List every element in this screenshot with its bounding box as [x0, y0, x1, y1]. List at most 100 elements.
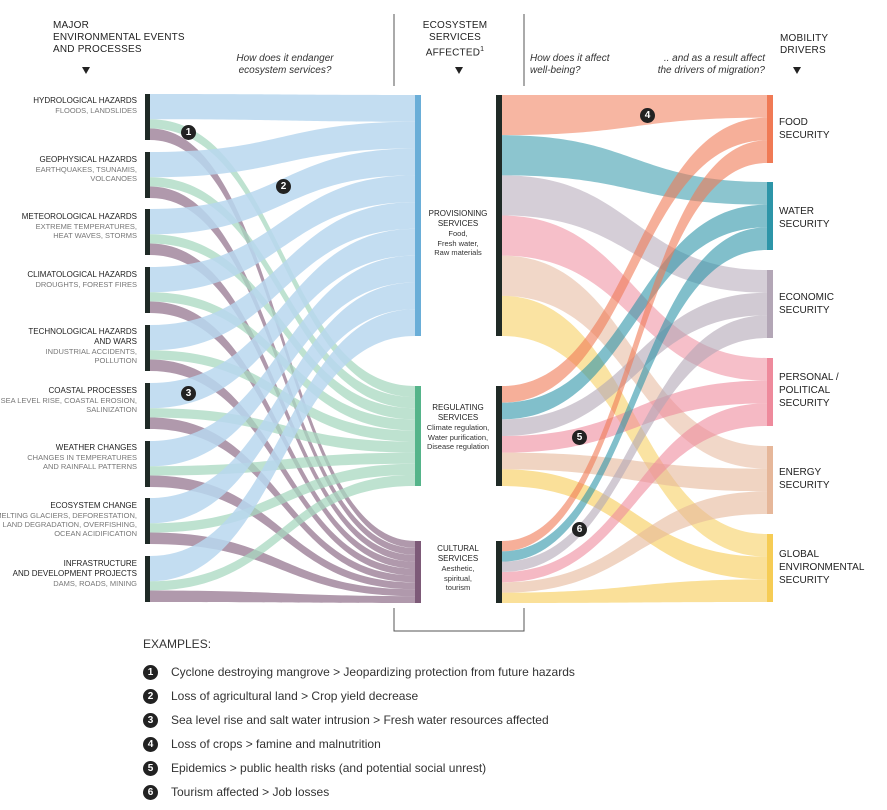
event-title: COASTAL PROCESSES: [48, 386, 137, 395]
flow-event-to-regulating: [150, 408, 415, 453]
example-marker-2: 2: [276, 179, 291, 194]
event-subtitle: MELTING GLACIERS, DEFORESTATION, LAND DE…: [0, 511, 137, 538]
flow-event-to-regulating: [150, 463, 415, 533]
services-bracket: [393, 14, 525, 632]
flow-regulating-to-driver: [502, 380, 767, 453]
flow-event-to-regulating: [150, 452, 415, 476]
provisioning-out-bar: [496, 95, 502, 336]
example-marker-4: 4: [640, 108, 655, 123]
service-subtitle: Aesthetic, spiritual, tourism: [441, 564, 475, 592]
services-header-footnote: 1: [480, 46, 485, 53]
flow-regulating-to-driver: [502, 292, 767, 436]
example-text: Tourism affected > Job losses: [171, 785, 330, 799]
driver-node-bar: [767, 270, 773, 338]
flows-services-to-drivers: [502, 95, 767, 603]
event-subtitle: EXTREME TEMPERATURES, HEAT WAVES, STORMS: [35, 222, 137, 240]
cultural-node-bar: [415, 541, 421, 603]
example-number: 3: [143, 712, 158, 728]
flow-regulating-to-driver: [502, 469, 767, 580]
event-subtitle: DAMS, ROADS, MINING: [53, 579, 137, 588]
flow-event-to-provisioning: [150, 121, 415, 178]
driver-label-energy: ENERGY SECURITY: [779, 467, 830, 491]
services-header-text: ECOSYSTEM SERVICES AFFECTED: [422, 20, 488, 59]
event-subtitle: DROUGHTS, FOREST FIRES: [35, 280, 137, 289]
flow-event-to-provisioning: [150, 282, 415, 524]
flow-event-to-regulating: [150, 119, 415, 398]
event-node-bar: [145, 556, 150, 602]
provisioning-node-bar: [415, 95, 421, 336]
event-node-bar: [145, 498, 150, 544]
node-bars: [145, 94, 773, 603]
example-text: Epidemics > public health risks (and pot…: [171, 761, 487, 775]
flow-event-to-provisioning: [150, 202, 415, 351]
event-subtitle: FLOODS, LANDSLIDES: [55, 106, 137, 115]
event-title: ECOSYSTEM CHANGE: [50, 501, 137, 510]
driver-node-bar: [767, 534, 773, 602]
service-title: REGULATING SERVICES: [432, 403, 484, 422]
example-number: 5: [143, 760, 158, 776]
cultural-out-bar: [496, 541, 502, 603]
example-marker-5: 5: [572, 430, 587, 445]
event-node-bar: [145, 209, 150, 255]
flow-event-to-provisioning: [150, 309, 415, 582]
flow-regulating-to-driver: [502, 452, 767, 492]
question-endanger: How does it endanger ecosystem services?: [236, 53, 334, 76]
example-marker-1: 1: [181, 125, 196, 140]
event-subtitle: SEA LEVEL RISE, COASTAL EROSION, SALINIZ…: [0, 396, 137, 414]
event-subtitle: INDUSTRIAL ACCIDENTS, POLLUTION: [45, 347, 137, 365]
event-node-bar: [145, 441, 150, 487]
event-label-ecosystem: ECOSYSTEM CHANGEMELTING GLACIERS, DEFORE…: [0, 501, 137, 538]
flows-events-to-services: [150, 94, 415, 603]
driver-node-bar: [767, 95, 773, 163]
event-node-bar: [145, 267, 150, 313]
regulating-node-bar: [415, 386, 421, 486]
example-number: 4: [143, 736, 158, 752]
driver-node-bar: [767, 358, 773, 426]
flow-event-to-regulating: [150, 177, 415, 409]
event-title: HYDROLOGICAL HAZARDS: [33, 96, 137, 105]
example-number: 6: [143, 784, 158, 800]
flow-cultural-to-driver: [502, 403, 767, 583]
events-column-header: MAJOR ENVIRONMENTAL EVENTS AND PROCESSES: [53, 20, 185, 55]
driver-label-food: FOOD SECURITY: [779, 117, 830, 141]
flow-event-to-cultural: [150, 128, 415, 548]
example-text: Cyclone destroying mangrove > Jeopardizi…: [171, 665, 575, 679]
event-node-bar: [145, 152, 150, 198]
question-migration: .. and as a result affect the drivers of…: [657, 53, 765, 76]
flow-provisioning-to-driver: [502, 95, 767, 136]
flow-cultural-to-driver: [502, 315, 767, 572]
driver-node-bar: [767, 446, 773, 514]
flow-event-to-regulating: [150, 474, 415, 591]
example-item-5: 5 Epidemics > public health risks (and po…: [143, 758, 486, 778]
example-marker-6: 6: [572, 522, 587, 537]
flow-event-to-provisioning: [150, 94, 415, 122]
service-title: CULTURAL SERVICES: [437, 544, 479, 563]
services-column-header: ECOSYSTEM SERVICES AFFECTED1: [420, 20, 490, 59]
driver-label-personal-political: PERSONAL / POLITICAL SECURITY: [779, 372, 839, 409]
example-number: 2: [143, 688, 158, 704]
example-item-6: 6 Tourism affected > Job losses: [143, 782, 329, 802]
services-down-arrow-icon: [455, 67, 463, 74]
service-subtitle: Food, Fresh water, Raw materials: [434, 229, 482, 257]
drivers-column-header: MOBILITY DRIVERS: [780, 33, 829, 56]
driver-label-global-environmental: GLOBAL ENVIRONMENTAL SECURITY: [779, 549, 865, 586]
flow-cultural-to-driver: [502, 140, 767, 552]
example-marker-3: 3: [181, 386, 196, 401]
event-subtitle: EARTHQUAKES, TSUNAMIS, VOLCANOES: [35, 165, 137, 183]
question-wellbeing: How does it affect well-being?: [530, 53, 610, 76]
service-title: PROVISIONING SERVICES: [428, 209, 488, 228]
events-down-arrow-icon: [82, 67, 90, 74]
driver-node-bar: [767, 182, 773, 250]
service-subtitle: Climate regulation, Water purification, …: [426, 423, 490, 451]
